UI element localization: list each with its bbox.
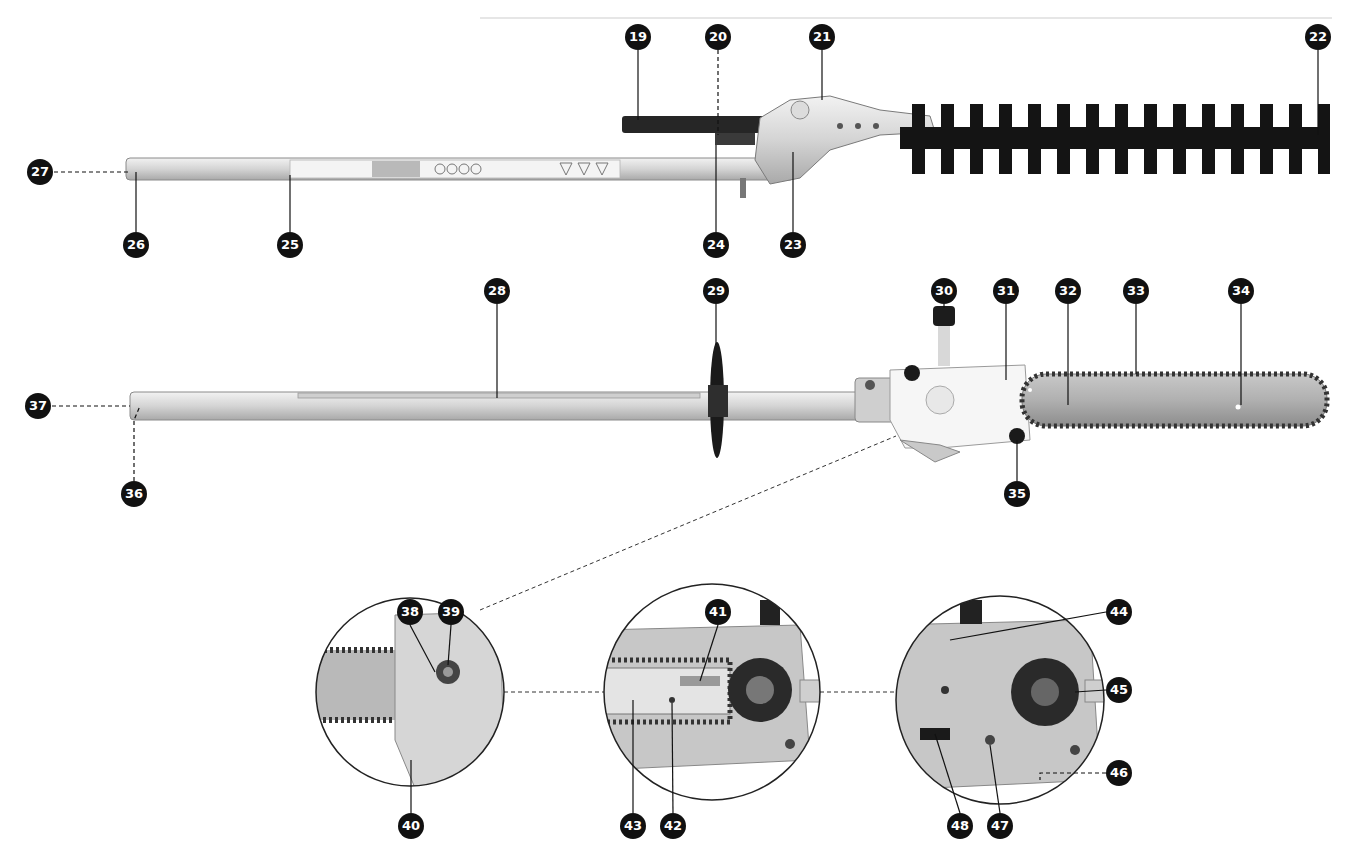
callout-number: 19	[625, 24, 651, 50]
leader-line	[52, 50, 1106, 780]
callout-number: 28	[484, 278, 510, 304]
detail-view	[300, 590, 520, 800]
top-rule	[480, 17, 1332, 19]
callout-number: 42	[660, 813, 686, 839]
pole-saw	[130, 306, 1327, 462]
callout-number: 38	[397, 599, 423, 625]
callout-number: 22	[1305, 24, 1331, 50]
callout-number: 30	[931, 278, 957, 304]
callout-number: 34	[1228, 278, 1254, 304]
callout-number: 24	[703, 232, 729, 258]
callout-number: 23	[780, 232, 806, 258]
callout-number: 21	[809, 24, 835, 50]
callout-number: 27	[27, 159, 53, 185]
callout-number: 20	[705, 24, 731, 50]
detail-view	[600, 580, 830, 810]
callout-number: 31	[993, 278, 1019, 304]
callout-number: 44	[1106, 599, 1132, 625]
callout-number: 45	[1106, 677, 1132, 703]
callout-number: 32	[1055, 278, 1081, 304]
callout-number: 26	[123, 232, 149, 258]
callout-number: 41	[705, 599, 731, 625]
callout-number: 25	[277, 232, 303, 258]
callout-number: 37	[25, 393, 51, 419]
callout-number: 47	[987, 813, 1013, 839]
callout-number: 35	[1004, 481, 1030, 507]
callout-number: 46	[1106, 760, 1132, 786]
callout-number: 43	[620, 813, 646, 839]
leader-line	[136, 50, 1318, 813]
callout-number: 40	[398, 813, 424, 839]
callout-number: 36	[121, 481, 147, 507]
callout-number: 39	[438, 599, 464, 625]
callout-number: 29	[703, 278, 729, 304]
callout-number: 48	[947, 813, 973, 839]
hedge-trimmer	[126, 96, 1330, 198]
detail-view	[890, 590, 1115, 810]
callout-number: 33	[1123, 278, 1149, 304]
